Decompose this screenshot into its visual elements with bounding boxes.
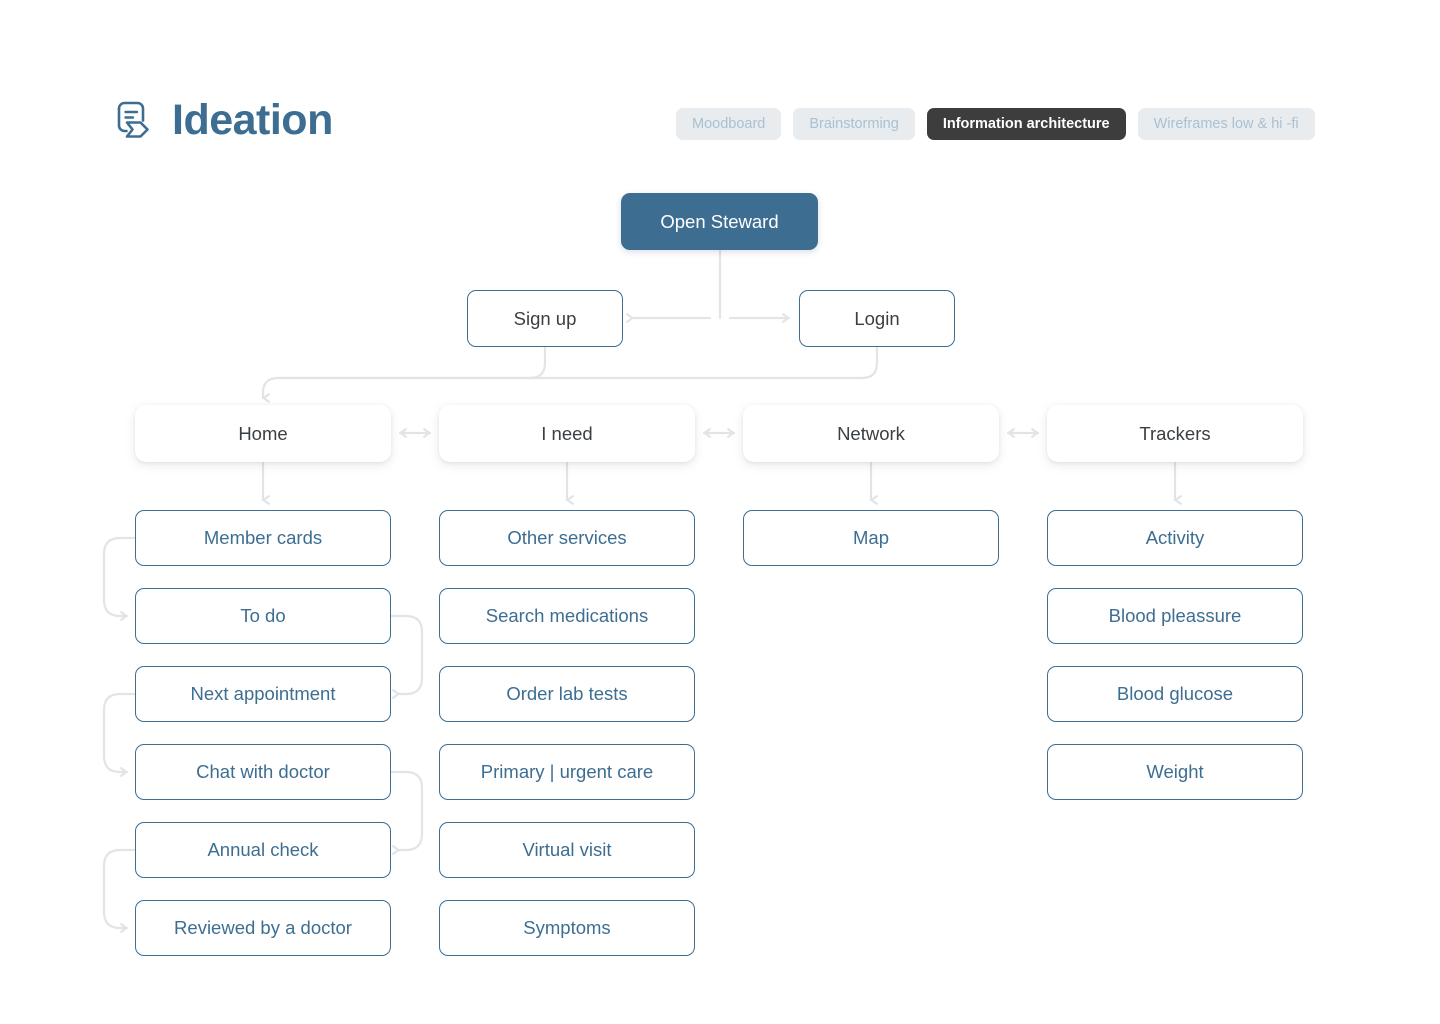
node-activity[interactable]: Activity: [1047, 510, 1303, 566]
node-annual-check[interactable]: Annual check: [135, 822, 391, 878]
node-nav-i-need[interactable]: I need: [439, 405, 695, 462]
brand: Ideation: [108, 96, 333, 144]
tab-wireframes[interactable]: Wireframes low & hi -fi: [1137, 108, 1315, 140]
page-title: Ideation: [172, 95, 333, 144]
node-nav-trackers[interactable]: Trackers: [1047, 405, 1303, 462]
node-open-steward[interactable]: Open Steward: [621, 193, 818, 250]
node-search-medications[interactable]: Search medications: [439, 588, 695, 644]
tab-brainstorming[interactable]: Brainstorming: [793, 108, 915, 140]
tab-bar: Moodboard Brainstorming Information arch…: [676, 108, 1315, 140]
node-nav-network[interactable]: Network: [743, 405, 999, 462]
node-member-cards[interactable]: Member cards: [135, 510, 391, 566]
node-blood-pleassure[interactable]: Blood pleassure: [1047, 588, 1303, 644]
node-virtual-visit[interactable]: Virtual visit: [439, 822, 695, 878]
node-chat-with-doctor[interactable]: Chat with doctor: [135, 744, 391, 800]
node-reviewed-by-a-doctor[interactable]: Reviewed by a doctor: [135, 900, 391, 956]
tab-moodboard[interactable]: Moodboard: [676, 108, 782, 140]
node-primary-urgent-care[interactable]: Primary | urgent care: [439, 744, 695, 800]
node-weight[interactable]: Weight: [1047, 744, 1303, 800]
node-order-lab-tests[interactable]: Order lab tests: [439, 666, 695, 722]
node-sign-up[interactable]: Sign up: [467, 290, 623, 347]
node-next-appointment[interactable]: Next appointment: [135, 666, 391, 722]
node-to-do[interactable]: To do: [135, 588, 391, 644]
node-login[interactable]: Login: [799, 290, 955, 347]
node-nav-home[interactable]: Home: [135, 405, 391, 462]
note-arrow-icon: [117, 101, 149, 138]
node-symptoms[interactable]: Symptoms: [439, 900, 695, 956]
node-blood-glucose[interactable]: Blood glucose: [1047, 666, 1303, 722]
node-other-services[interactable]: Other services: [439, 510, 695, 566]
page-header: Ideation Moodboard Brainstorming Informa…: [0, 0, 1440, 180]
tab-information-architecture[interactable]: Information architecture: [926, 108, 1126, 140]
node-map[interactable]: Map: [743, 510, 999, 566]
